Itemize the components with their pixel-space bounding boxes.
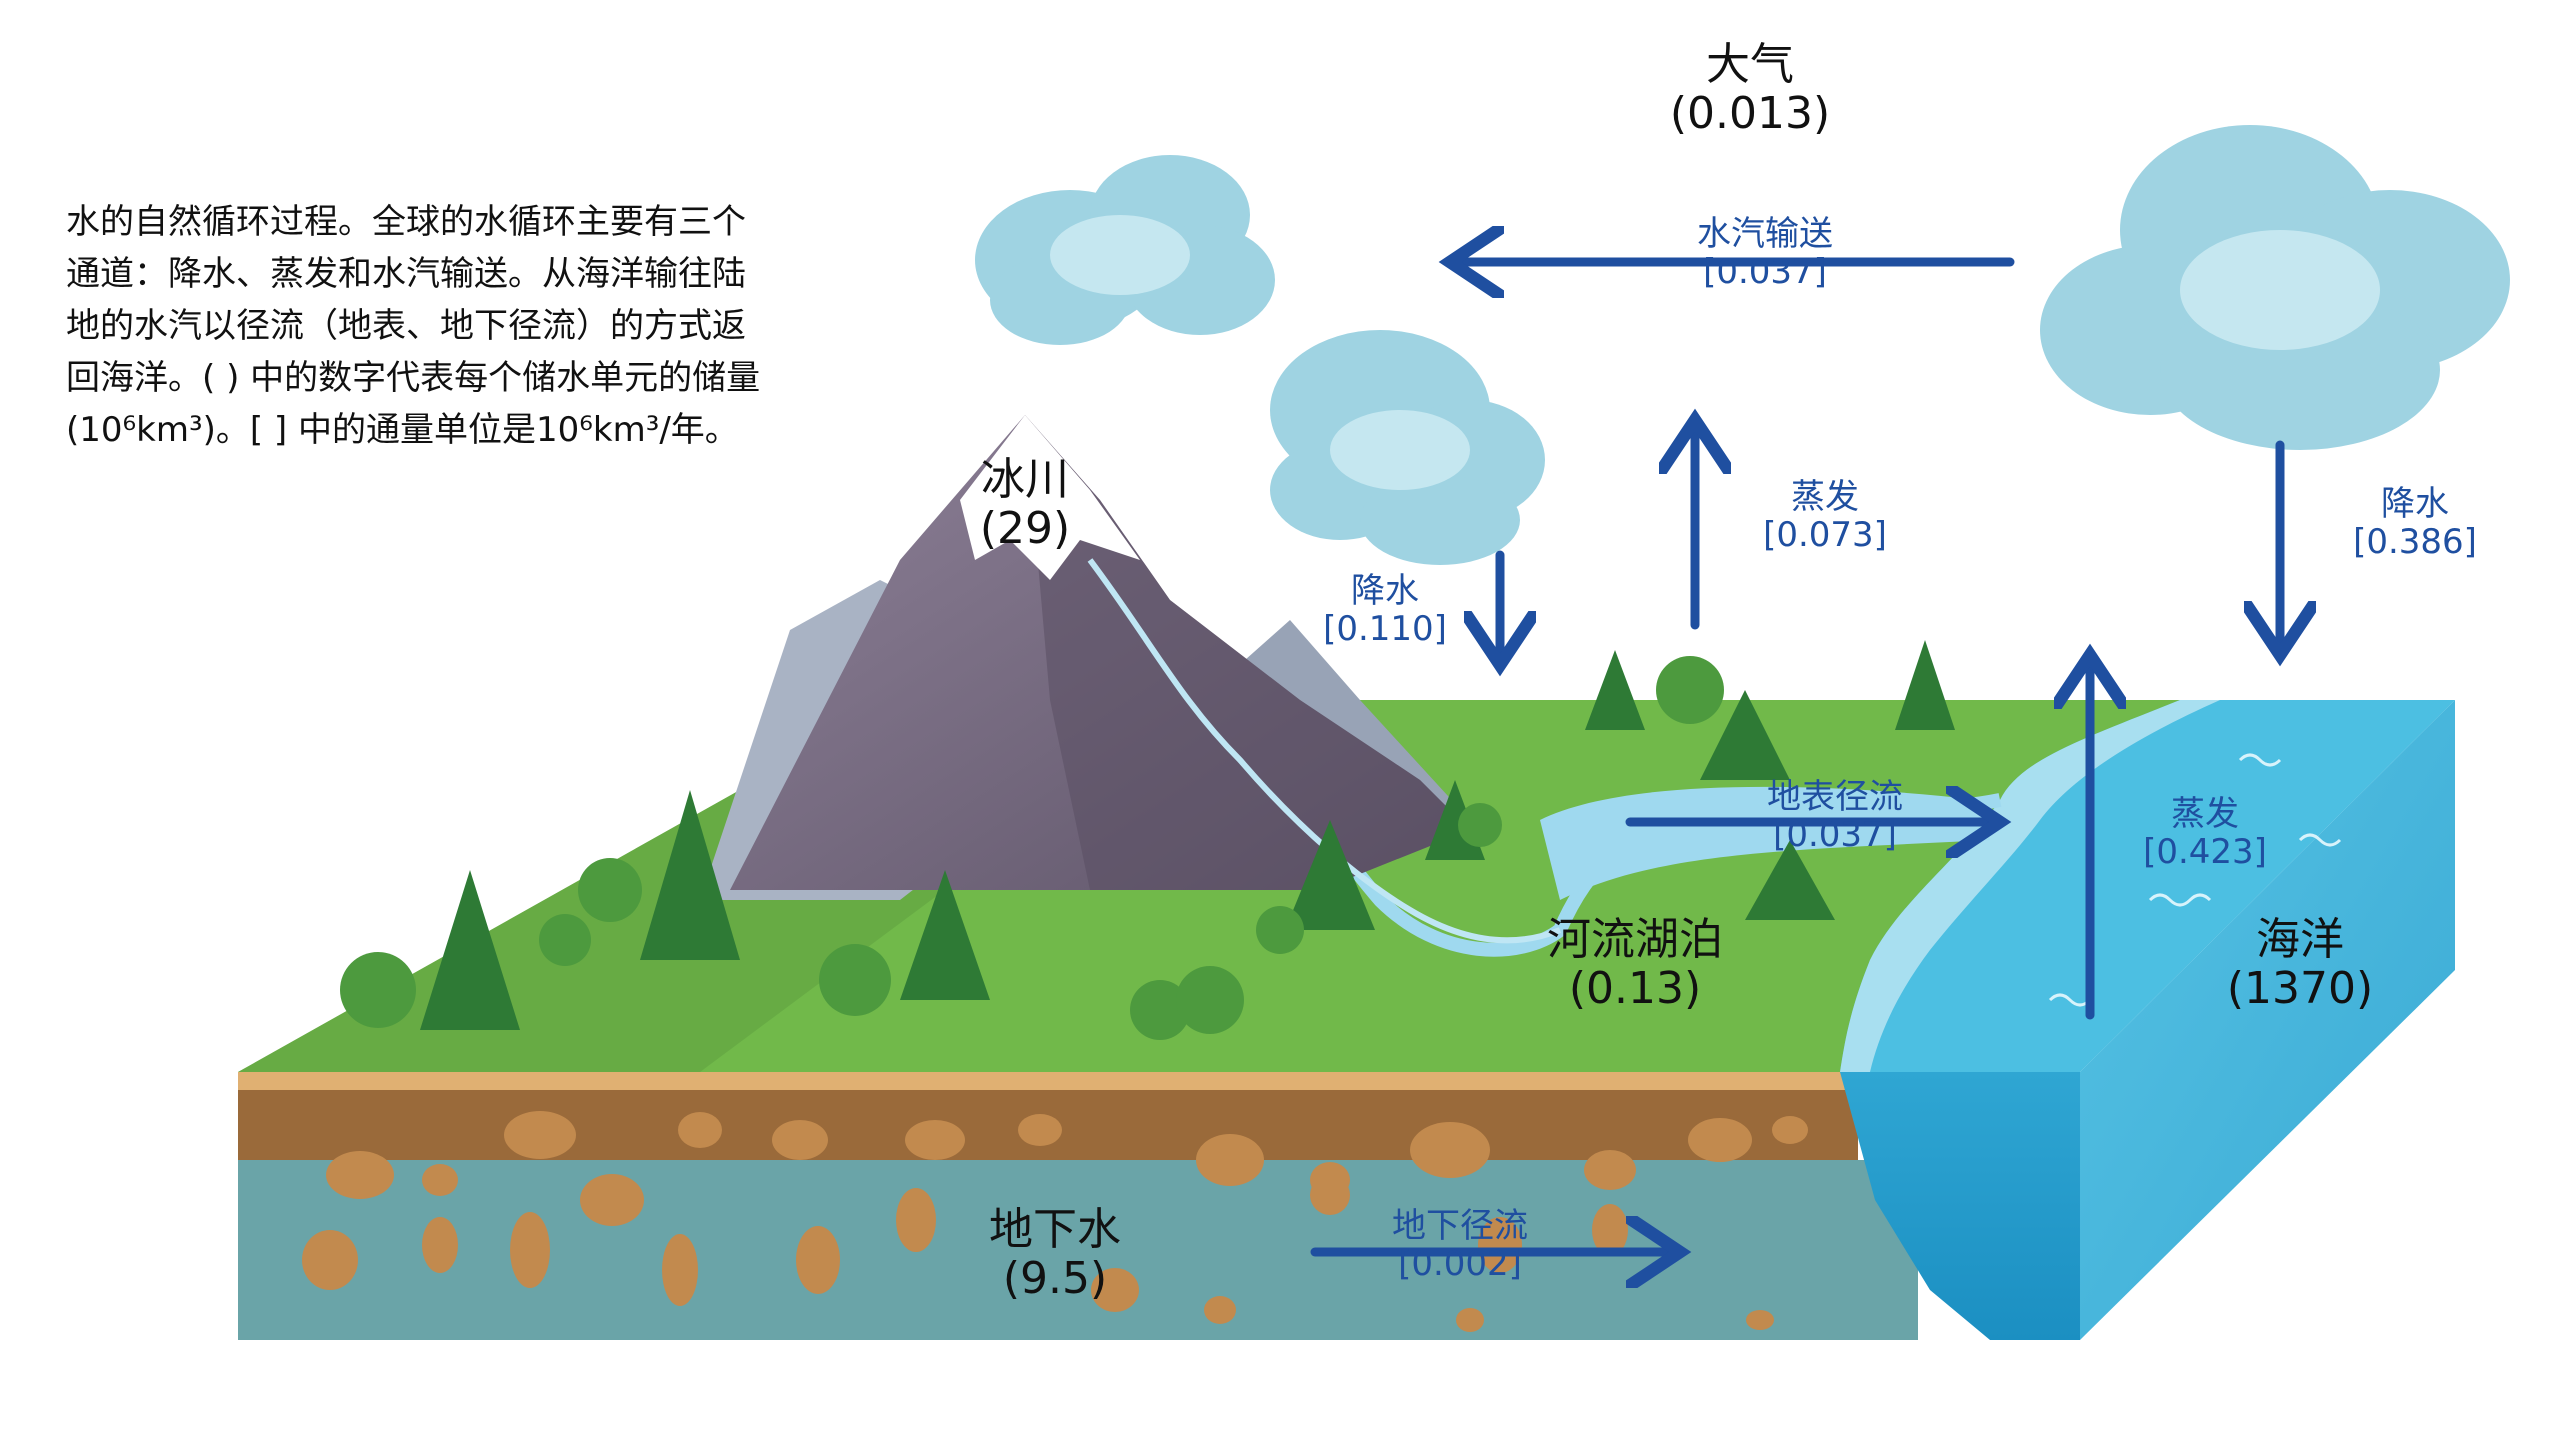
reservoir-name: 大气 — [1706, 39, 1794, 90]
caption-line: 地的水汽以径流（地表、地下径流）的方式返 — [66, 306, 746, 346]
rocks — [302, 1111, 1808, 1332]
cloud-highlights — [1050, 215, 2380, 490]
reservoir-value: (0.013) — [1669, 88, 1831, 140]
snow-cap — [960, 415, 1140, 580]
flux-name: 降水 — [2381, 484, 2449, 524]
ocean-side-face — [2080, 700, 2455, 1340]
flux-name: 蒸发 — [1791, 477, 1859, 517]
vapor-transport-label: 水汽输送 [0.037] — [1650, 215, 1880, 291]
atmosphere-label: 大气 (0.013) — [1655, 40, 1845, 139]
flux-value: [0.386] — [2353, 522, 2477, 563]
flux-value: [0.037] — [1703, 252, 1827, 293]
caption-line: 水的自然循环过程。全球的水循环主要有三个 — [66, 202, 746, 242]
trees — [340, 640, 1955, 1040]
flux-name: 蒸发 — [2171, 794, 2239, 834]
flux-value: [0.002] — [1398, 1244, 1522, 1285]
glacier-stream — [1087, 558, 1562, 944]
land-precipitation-label: 降水 [0.110] — [1300, 572, 1470, 648]
ocean-evaporation-label: 蒸发 [0.423] — [2120, 795, 2290, 871]
groundwater-runoff-label: 地下径流 [0.002] — [1355, 1207, 1565, 1283]
reservoir-name: 地下水 — [989, 1204, 1121, 1255]
glacier-label: 冰川 (29) — [930, 455, 1120, 554]
flux-value: [0.073] — [1763, 515, 1887, 556]
flux-value: [0.423] — [2143, 832, 2267, 873]
flux-value: [0.037] — [1773, 815, 1897, 856]
caption-line: 通道：降水、蒸发和水汽输送。从海洋输往陆 — [66, 254, 746, 294]
flux-name: 水汽输送 — [1697, 214, 1833, 254]
surface-runoff-label: 地表径流 [0.037] — [1730, 778, 1940, 854]
caption-line: (10⁶km³)。[ ] 中的通量单位是10⁶km³/年。 — [66, 410, 739, 450]
ocean-front-face — [1840, 1072, 2080, 1340]
land-evaporation-label: 蒸发 [0.073] — [1740, 478, 1910, 554]
waves — [2048, 753, 2342, 1007]
reservoir-name: 河流湖泊 — [1547, 914, 1723, 965]
flux-value: [0.110] — [1323, 609, 1447, 650]
reservoir-name: 海洋 — [2256, 914, 2344, 965]
reservoir-value: (0.13) — [1568, 963, 1702, 1015]
reservoir-value: (29) — [979, 503, 1071, 555]
flux-arrows — [1310, 262, 2280, 1252]
ocean-precipitation-label: 降水 [0.386] — [2330, 485, 2500, 561]
topsoil-layer — [238, 1072, 1858, 1090]
flux-name: 地表径流 — [1767, 777, 1903, 817]
reservoir-value: (1370) — [2226, 963, 2374, 1015]
ocean-label: 海洋 (1370) — [2200, 915, 2400, 1014]
caption-line: 回海洋。( ) 中的数字代表每个储水单元的储量 — [66, 358, 761, 398]
caption: 水的自然循环过程。全球的水循环主要有三个 通道：降水、蒸发和水汽输送。从海洋输往… — [66, 196, 856, 456]
groundwater-label: 地下水 (9.5) — [955, 1205, 1155, 1304]
ocean-surface — [1840, 700, 2455, 1072]
flux-name: 降水 — [1351, 571, 1419, 611]
mountain-shadow — [1025, 415, 1470, 890]
flux-name: 地下径流 — [1392, 1206, 1528, 1246]
rivers-lakes-label: 河流湖泊 (0.13) — [1520, 915, 1750, 1014]
lake — [1540, 786, 1990, 900]
reservoir-name: 冰川 — [981, 454, 1069, 505]
reservoir-value: (9.5) — [1002, 1253, 1108, 1305]
shoreline — [1840, 700, 2220, 1072]
